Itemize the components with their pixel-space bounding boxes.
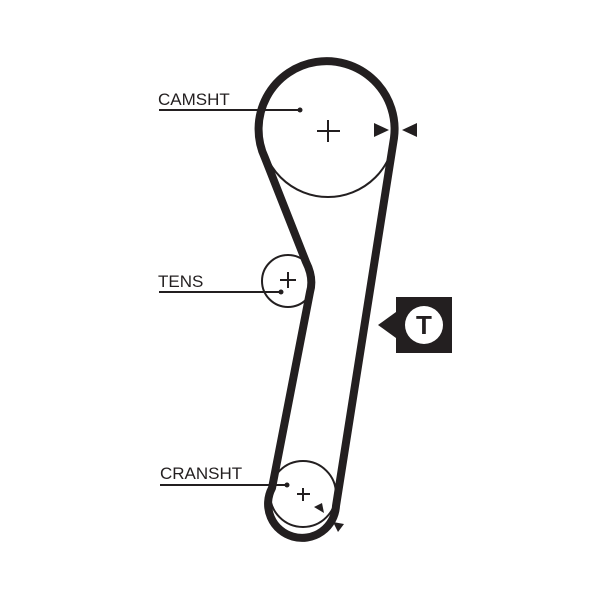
tensioner-label: TENS bbox=[158, 272, 203, 291]
camshaft-leader-dot bbox=[297, 107, 303, 113]
timing-belt bbox=[254, 57, 399, 542]
camshaft-label: CAMSHT bbox=[158, 90, 230, 109]
camshaft-center-cross bbox=[317, 120, 340, 142]
crankshaft-leader-dot bbox=[284, 482, 290, 488]
tension-indicator-icon: T bbox=[378, 297, 452, 353]
tensioner-center-cross bbox=[280, 272, 296, 288]
crankshaft-timing-mark-icon bbox=[314, 503, 324, 513]
crankshaft-label: CRANSHT bbox=[160, 464, 242, 483]
camshaft-reference-mark-icon bbox=[402, 123, 417, 137]
tensioner-leader-dot bbox=[278, 289, 284, 295]
leader-lines bbox=[159, 109, 300, 486]
camshaft-timing-mark-icon bbox=[374, 123, 389, 137]
crankshaft-center-cross bbox=[297, 488, 310, 501]
tension-symbol: T bbox=[416, 310, 432, 340]
crankshaft-reference-mark-icon bbox=[333, 522, 344, 532]
